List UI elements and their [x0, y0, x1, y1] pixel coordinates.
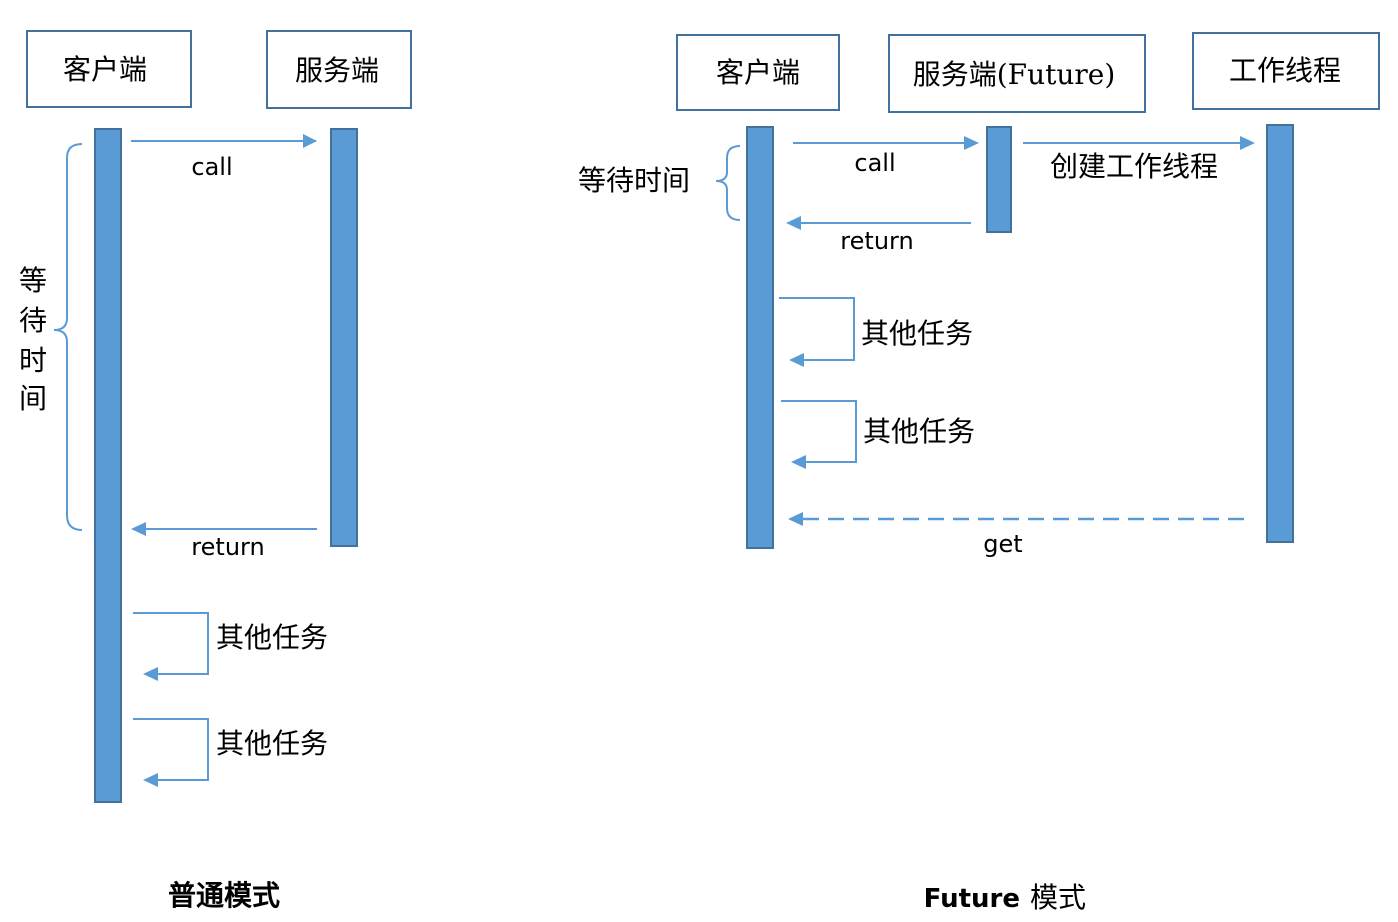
call-label: call [854, 149, 895, 177]
future-client-label: 客户端 [716, 56, 800, 89]
future-mode-title-cjk: 模式 [1030, 881, 1086, 914]
future-wait-time-label: 等待时间 [578, 164, 690, 197]
get-label: get [983, 530, 1022, 558]
future-worker-label: 工作线程 [1229, 54, 1341, 87]
future-worker-participant: 工作线程 [1192, 32, 1380, 110]
normal-client-label: 客户端 [63, 53, 147, 86]
normal-wait-time-label: 等 待 时 间 [19, 264, 47, 415]
future-server-activation [986, 126, 1012, 233]
wait-char: 时 [19, 344, 47, 377]
self-task-label: 其他任务 [861, 317, 973, 350]
future-self-task-1: 其他任务 [779, 297, 973, 367]
self-task-arrowhead-icon [143, 773, 158, 787]
wait-time-brace-icon [715, 145, 741, 221]
call-label: call [191, 153, 232, 181]
normal-self-task-2: 其他任务 [133, 718, 328, 787]
future-server-label: 服务端(Future) [913, 58, 1116, 91]
future-self-task-2: 其他任务 [781, 400, 975, 469]
future-create-worker-message: 创建工作线程 [1023, 136, 1255, 183]
normal-call-message: call [131, 134, 317, 181]
self-task-label: 其他任务 [216, 727, 328, 760]
normal-client-participant: 客户端 [26, 30, 192, 108]
future-mode: 客户端 服务端(Future) 工作线程 等待时间 call 创建工作线程 [578, 32, 1380, 914]
future-server-participant: 服务端(Future) [888, 34, 1146, 113]
future-get-message: get [788, 512, 1253, 558]
return-label: return [191, 533, 264, 561]
normal-server-label: 服务端 [295, 54, 379, 87]
return-arrowhead-icon [131, 522, 146, 536]
future-worker-activation [1266, 124, 1294, 543]
self-task-arrowhead-icon [791, 455, 806, 469]
self-task-label: 其他任务 [863, 415, 975, 448]
create-worker-label: 创建工作线程 [1050, 150, 1218, 183]
self-task-arrowhead-icon [143, 667, 158, 681]
self-task-arrowhead-icon [789, 353, 804, 367]
normal-server-participant: 服务端 [266, 30, 412, 109]
normal-client-activation [94, 128, 122, 803]
future-client-participant: 客户端 [676, 34, 840, 111]
create-worker-arrowhead-icon [1240, 136, 1255, 150]
future-mode-title: Future 模式 [924, 881, 1086, 914]
normal-server-activation [330, 128, 358, 547]
future-client-activation [746, 126, 774, 549]
future-mode-title-latin: Future [924, 884, 1020, 914]
future-call-message: call [793, 136, 979, 177]
self-task-label: 其他任务 [216, 621, 328, 654]
wait-char: 待 [19, 304, 47, 337]
return-arrowhead-icon [786, 216, 801, 230]
wait-char: 等 [19, 264, 47, 297]
normal-return-message: return [131, 522, 317, 561]
future-return-message: return [786, 216, 971, 255]
call-arrowhead-icon [964, 136, 979, 150]
wait-char: 间 [19, 382, 47, 415]
wait-time-brace-icon [53, 143, 83, 531]
return-label: return [840, 227, 913, 255]
normal-mode-title: 普通模式 [168, 879, 280, 912]
normal-mode: 客户端 服务端 call return 等 待 时 间 [19, 30, 412, 912]
get-arrowhead-icon [788, 512, 803, 526]
normal-self-task-1: 其他任务 [133, 612, 328, 681]
call-arrowhead-icon [303, 134, 317, 148]
